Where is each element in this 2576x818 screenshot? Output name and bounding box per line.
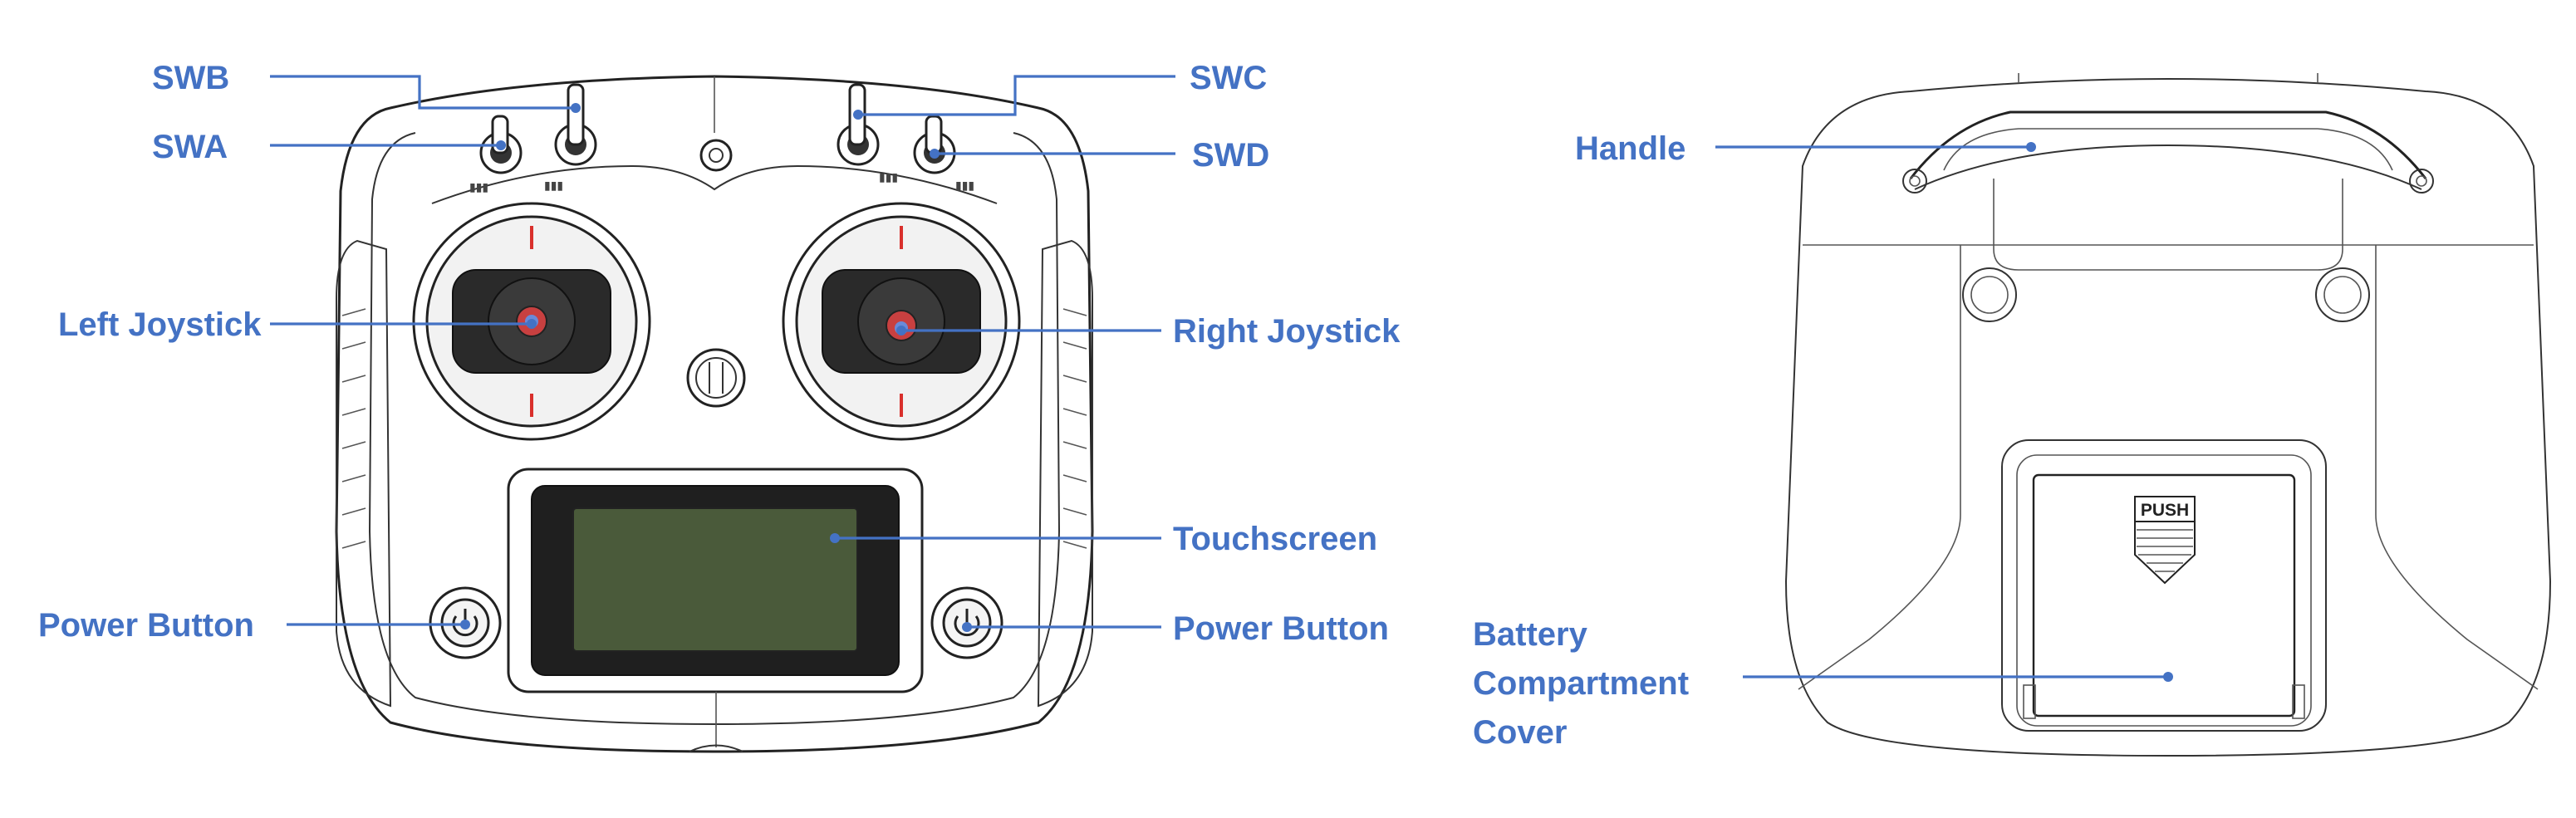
switch-swb: ▮▮▮ (544, 85, 596, 192)
back-knob-right (2316, 268, 2369, 321)
label-left-joystick: Left Joystick (58, 306, 262, 343)
label-handle: Handle (1575, 130, 1685, 167)
switch-swa: ▮▮▮ (469, 116, 521, 193)
back-knob-left (1963, 268, 2016, 321)
front-view: ▮▮▮ ▮▮▮ ▮▮▮ ▮▮▮ (336, 76, 1092, 752)
center-knob (688, 350, 744, 406)
svg-text:▮▮▮: ▮▮▮ (469, 180, 488, 193)
handle-recess (1994, 179, 2343, 270)
label-swd: SWD (1192, 137, 1269, 174)
battery-compartment-cover (2002, 440, 2326, 731)
label-battery-line-2: Compartment (1473, 665, 1689, 702)
label-battery-line-1: Battery (1473, 616, 1588, 653)
leader-swb (270, 76, 576, 108)
label-swc: SWC (1190, 60, 1267, 96)
back-right-panel (2376, 245, 2538, 689)
leader-swc (858, 76, 1175, 115)
right-joystick (783, 203, 1019, 439)
push-label: PUSH (2141, 501, 2189, 520)
left-grip (336, 241, 390, 706)
label-swa: SWA (152, 129, 228, 165)
svg-text:▮▮▮: ▮▮▮ (955, 179, 974, 192)
right-grip (1038, 241, 1092, 706)
handle (1903, 112, 2433, 193)
svg-text:▮▮▮: ▮▮▮ (879, 170, 898, 184)
center-top-knob (701, 140, 731, 170)
back-view: PUSH (1786, 73, 2550, 756)
touchscreen (508, 469, 922, 692)
label-right-joystick: Right Joystick (1173, 313, 1401, 350)
top-panel (432, 166, 997, 203)
back-left-panel (1798, 245, 1960, 689)
label-battery-line-3: Cover (1473, 714, 1567, 751)
label-power-button-right: Power Button (1173, 610, 1389, 647)
label-touchscreen: Touchscreen (1173, 521, 1377, 557)
label-power-button-left: Power Button (38, 607, 254, 644)
svg-text:▮▮▮: ▮▮▮ (544, 179, 563, 192)
label-swb: SWB (152, 60, 229, 96)
